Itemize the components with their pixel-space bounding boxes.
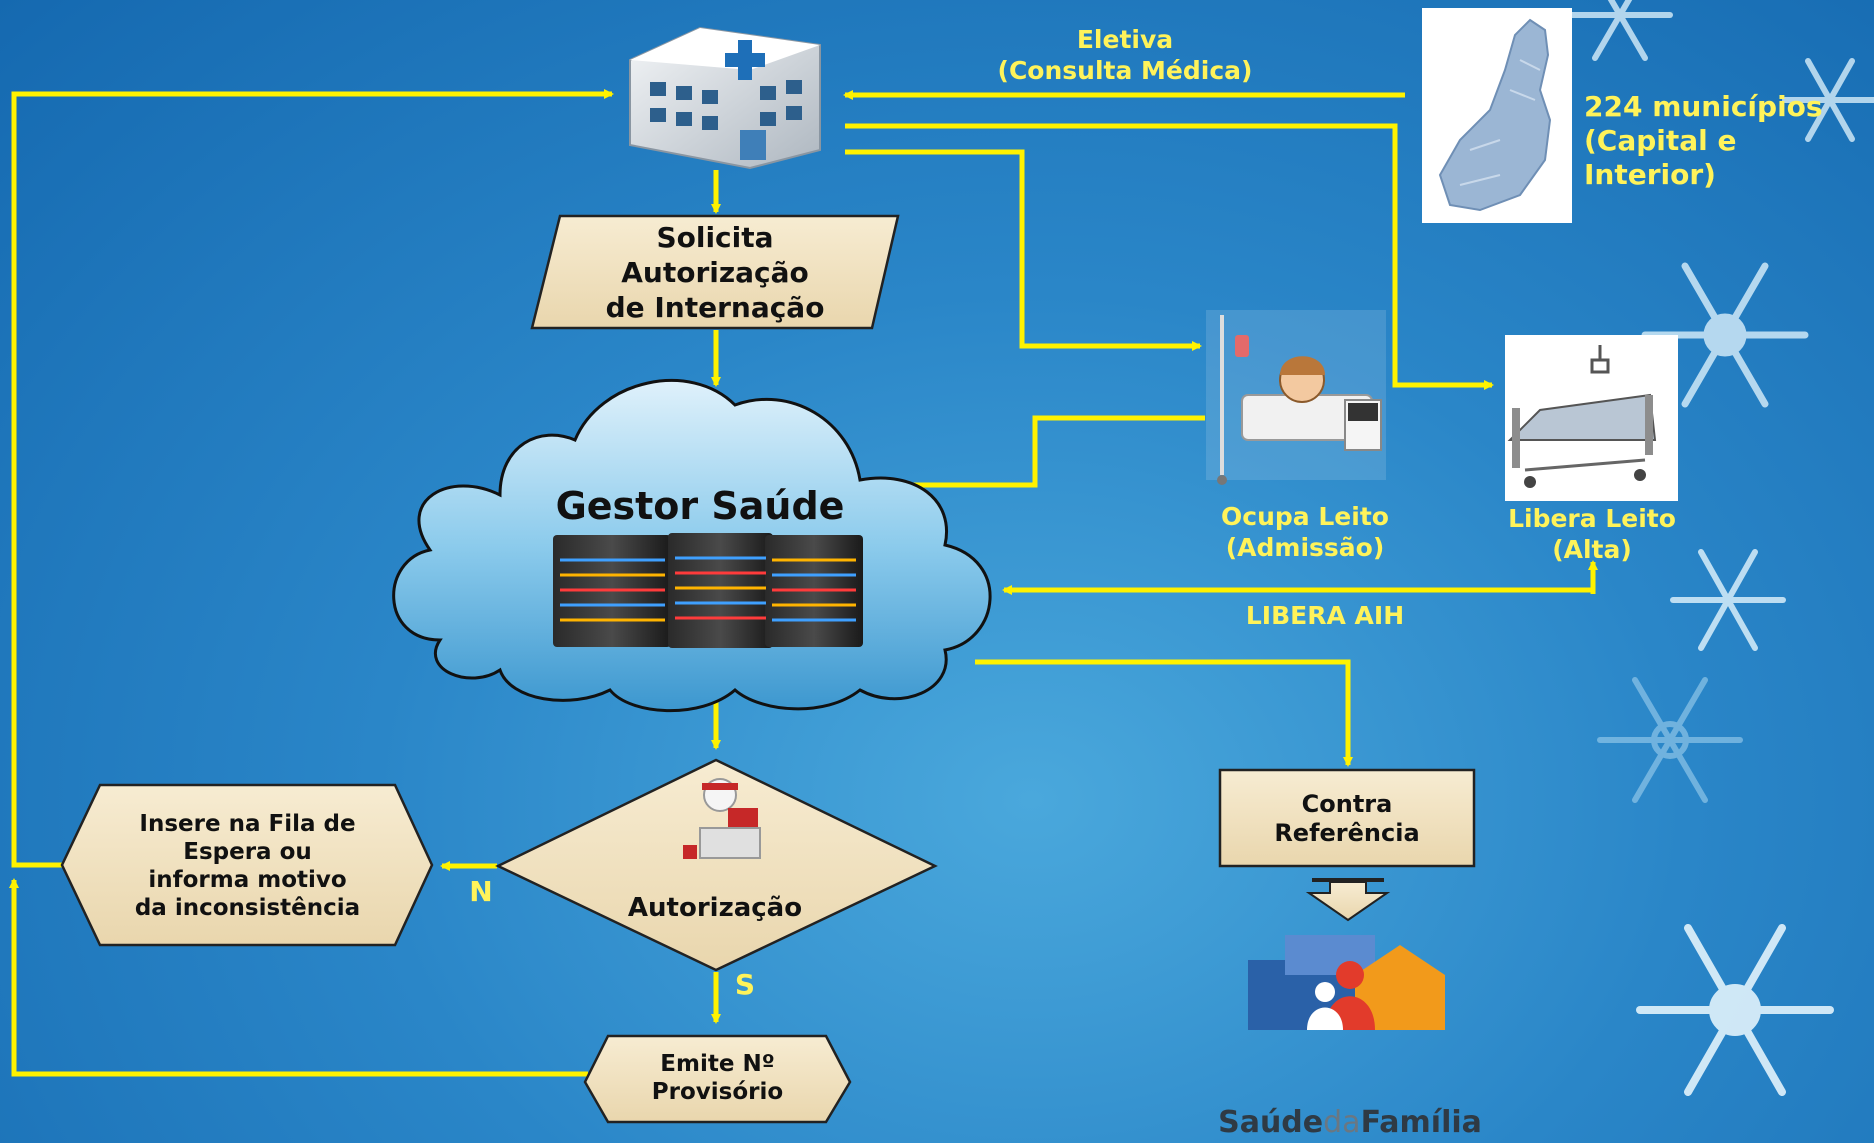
saude-da-familia-logo [1248,935,1445,1030]
emite-shape [583,1034,852,1124]
label-ocupa-leito: Ocupa Leito (Admissão) [1221,502,1389,562]
logo-da-text: da [1323,1104,1361,1140]
snowflake-icon [1641,262,1809,408]
autorizacao-diamond [495,758,938,972]
connectors [9,89,1598,1077]
solicita-shape [530,214,900,330]
arrow-emite-to-loop [9,878,588,1077]
piaui-map-icon [1422,8,1572,223]
logo-saude-text: Saúde [1218,1104,1324,1140]
snowflake-icon [1567,0,1874,142]
arrow-hospital-to-ocupa-leito [845,149,1202,351]
contra-shape [1218,768,1476,868]
label-gestor-saude: Gestor Saúde [555,484,845,528]
contra-down-arrow-outline [1305,881,1391,922]
arrow-left-loop-to-hospital [11,89,614,868]
label-insere: Insere na Fila de Espera ou informa moti… [134,811,361,922]
arrow-hospital-to-libera-leito [845,123,1494,390]
label-municipios: 224 municípios (Capital e Interior) [1584,90,1823,192]
doctor-at-desk-icon [683,778,761,859]
arrow-gestor-to-contra [975,659,1353,767]
hospital-building-icon [629,26,821,170]
label-eletiva: Eletiva (Consulta Médica) [997,25,1253,85]
label-autorizacao: Autorização [627,893,803,923]
patient-in-bed-icon [1206,310,1386,485]
label-no: N [469,875,493,908]
label-contra-referencia: Contra Referência [1274,790,1420,848]
label-emite: Emite Nº Provisório [651,1051,784,1106]
logo-familia-text: Família [1360,1104,1482,1140]
insere-shape [60,783,434,947]
label-libera-aih: LIBERA AIH [1245,601,1405,630]
snowflake-icon [1636,924,1834,1096]
label-solicita: Solicita Autorização de Internação [605,221,825,324]
label-yes: S [734,968,756,1001]
logo-wordmark: SaúdedaFamília [1200,1068,1500,1141]
server-rack-icon [553,533,863,648]
arrow-ocupa-to-gestor [866,415,1205,490]
hospital-bed-icon [1505,335,1678,501]
snowflake-icon [1597,677,1743,803]
label-libera-leito: Libera Leito (Alta) [1508,504,1676,564]
snowflake-icon [1670,549,1786,651]
